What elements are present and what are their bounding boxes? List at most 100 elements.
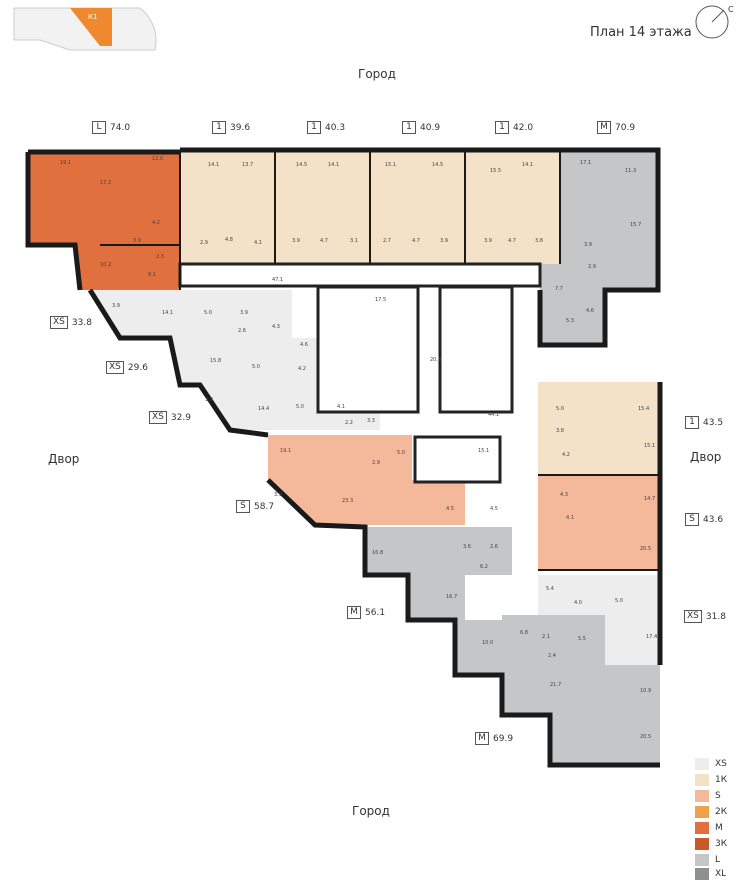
apt-1-42-fill: [465, 152, 560, 264]
room-area: 3.9: [274, 492, 282, 498]
room-area: 14.4: [258, 406, 270, 412]
direction-top: Город: [358, 67, 396, 81]
room-area: 14.5: [432, 162, 444, 168]
room-area: 20.5: [640, 734, 652, 740]
compass-icon: [695, 5, 729, 39]
section-badge: К1: [88, 13, 98, 21]
room-area: 19.1: [280, 448, 292, 454]
room-area: 3.9: [584, 242, 592, 248]
room-area: 17.5: [375, 297, 387, 303]
room-area: 11.3: [625, 168, 637, 174]
legend-item: L: [695, 854, 720, 866]
room-area: 5.0: [615, 598, 623, 604]
room-area: 14.1: [208, 162, 220, 168]
room-area: 20.8: [430, 357, 442, 363]
room-area: 17.1: [580, 160, 592, 166]
room-area: 2.4: [548, 653, 556, 659]
room-area: 6.8: [520, 630, 528, 636]
page-title: План 14 этажа: [590, 25, 692, 40]
room-area: 3.9: [240, 310, 248, 316]
room-area: 4.5: [490, 506, 498, 512]
apt-M-69-fill: [502, 615, 660, 765]
room-area: 12.0: [152, 156, 164, 162]
room-area: 2.2: [345, 420, 353, 426]
apt-1-40b-fill: [370, 152, 465, 264]
room-area: 23.3: [342, 498, 354, 504]
room-area: 17.2: [100, 180, 112, 186]
room-area: 6.2: [480, 564, 488, 570]
legend-item: M: [695, 822, 723, 834]
apt-L-74-fill: [28, 152, 180, 290]
room-area: 44.1: [488, 412, 500, 418]
room-area: 4.3: [272, 324, 280, 330]
room-area: 14.1: [328, 162, 340, 168]
direction-bottom: Город: [352, 804, 390, 818]
legend-item: 2К: [695, 806, 727, 818]
room-area: 3.8: [535, 238, 543, 244]
room-area: 5.3: [566, 318, 574, 324]
direction-right: Двор: [690, 450, 722, 464]
room-area: 5.5: [578, 636, 586, 642]
apt-M-70-fill: [540, 150, 658, 345]
legend-swatch: [695, 774, 709, 786]
room-area: 3.9: [440, 238, 448, 244]
legend-item: 1К: [695, 774, 727, 786]
apt-S-43-fill: [538, 475, 660, 570]
room-area: 5.0: [252, 364, 260, 370]
room-area: 17.4: [646, 634, 658, 640]
legend-swatch: [695, 854, 709, 866]
apt-1-43-fill: [538, 382, 660, 475]
legend-swatch: [695, 868, 709, 880]
room-area: 4.3: [560, 492, 568, 498]
room-area: 3.6: [463, 544, 471, 550]
room-area: 8.1: [148, 272, 156, 278]
legend-swatch: [695, 806, 709, 818]
room-area: 4.7: [412, 238, 420, 244]
room-area: 2.6: [238, 328, 246, 334]
room-area: 16.7: [446, 594, 458, 600]
direction-left: Двор: [48, 452, 80, 466]
room-area: 15.1: [644, 443, 656, 449]
room-area: 5.0: [556, 406, 564, 412]
room-area: 3.9: [133, 238, 141, 244]
room-area: 4.6: [300, 342, 308, 348]
room-area: 2.9: [588, 264, 596, 270]
room-area: 19.1: [60, 160, 72, 166]
room-area: 21.7: [550, 682, 562, 688]
room-area: 4.2: [298, 366, 306, 372]
apt-1-40-fill: [275, 152, 370, 264]
room-area: 16.8: [372, 550, 384, 556]
room-area: 7.7: [555, 286, 563, 292]
room-area: 2.9: [200, 240, 208, 246]
room-area: 15.4: [638, 406, 650, 412]
room-area: 4.1: [254, 240, 262, 246]
apt-S-58-fill: [268, 435, 465, 525]
room-area: 2.3: [156, 254, 164, 260]
key-plan-section-highlight: [70, 8, 112, 46]
room-area: 14.1: [162, 310, 174, 316]
legend-swatch: [695, 822, 709, 834]
room-area: 15.1: [478, 448, 490, 454]
apt-XS-33-fill: [90, 290, 292, 338]
room-area: 15.8: [210, 358, 222, 364]
room-area: 3.1: [350, 238, 358, 244]
room-area: 5.0: [296, 404, 304, 410]
room-area: 13.7: [242, 162, 254, 168]
legend-swatch: [695, 838, 709, 850]
room-area: 14.1: [522, 162, 534, 168]
